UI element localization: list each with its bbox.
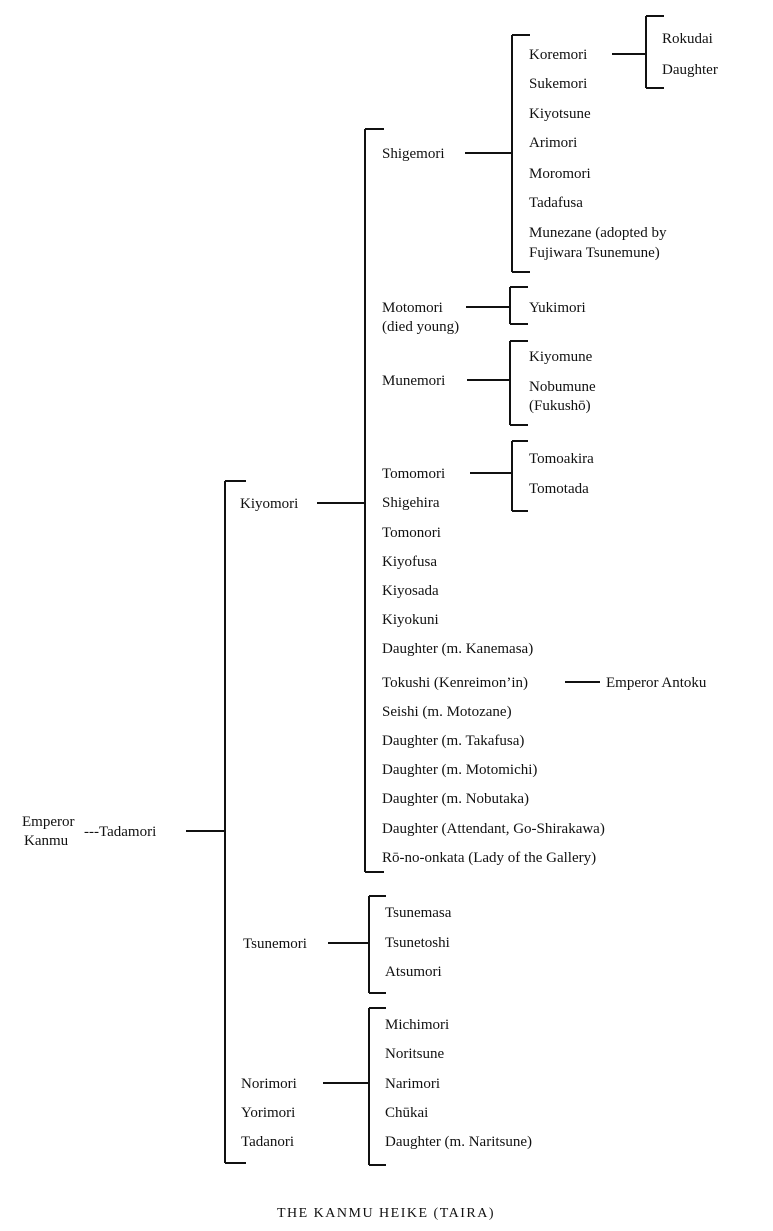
node-tomomori: Tomomori bbox=[382, 466, 445, 482]
node-michimori: Michimori bbox=[385, 1017, 449, 1033]
node-atsumori: Atsumori bbox=[385, 964, 442, 980]
node-kiyofusa: Kiyofusa bbox=[382, 554, 437, 570]
node-tomotada: Tomotada bbox=[529, 481, 589, 497]
node-tomonori: Tomonori bbox=[382, 525, 441, 541]
node-shigemori: Shigemori bbox=[382, 146, 445, 162]
node-daughter-motomichi: Daughter (m. Motomichi) bbox=[382, 762, 537, 778]
node-seishi: Seishi (m. Motozane) bbox=[382, 704, 512, 720]
node-shigehira: Shigehira bbox=[382, 495, 440, 511]
node-ro-no-onkata: Rō-no-onkata (Lady of the Gallery) bbox=[382, 850, 596, 866]
node-kiyomune: Kiyomune bbox=[529, 349, 593, 365]
node-tomoakira: Tomoakira bbox=[529, 451, 594, 467]
node-yorimori: Yorimori bbox=[241, 1105, 295, 1121]
node-kiyokuni: Kiyokuni bbox=[382, 612, 439, 628]
node-tokushi: Tokushi (Kenreimon’in) bbox=[382, 675, 528, 691]
node-tsunemasa: Tsunemasa bbox=[385, 905, 452, 921]
node-tsunemori: Tsunemori bbox=[243, 936, 307, 952]
node-yukimori: Yukimori bbox=[529, 300, 586, 316]
node-emperor-antoku: Emperor Antoku bbox=[606, 675, 707, 691]
node-kiyosada: Kiyosada bbox=[382, 583, 439, 599]
node-tadafusa: Tadafusa bbox=[529, 195, 583, 211]
node-moromori: Moromori bbox=[529, 166, 591, 182]
root-label-line1: Emperor bbox=[22, 814, 74, 830]
node-daughter-naritsune: Daughter (m. Naritsune) bbox=[385, 1134, 532, 1150]
node-sukemori: Sukemori bbox=[529, 76, 587, 92]
node-motomori-note: (died young) bbox=[382, 319, 459, 335]
root-node: Emperor Kanmu ---Tadamori bbox=[22, 814, 156, 849]
node-munezane-note: Fujiwara Tsunemune) bbox=[529, 245, 660, 261]
root-connector-tadamori: ---Tadamori bbox=[84, 824, 156, 840]
node-tadanori: Tadanori bbox=[241, 1134, 294, 1150]
node-rokudai: Rokudai bbox=[662, 31, 713, 47]
node-norimori: Norimori bbox=[241, 1076, 297, 1092]
node-daughter-attendant: Daughter (Attendant, Go-Shirakawa) bbox=[382, 821, 605, 837]
node-daughter-takafusa: Daughter (m. Takafusa) bbox=[382, 733, 524, 749]
node-tsunetoshi: Tsunetoshi bbox=[385, 935, 450, 951]
node-nobumune: Nobumune bbox=[529, 379, 596, 395]
node-koremori: Koremori bbox=[529, 47, 587, 63]
node-munezane: Munezane (adopted by bbox=[529, 225, 667, 241]
node-nobumune-note: (Fukushō) bbox=[529, 398, 591, 414]
node-daughter-kanemasa: Daughter (m. Kanemasa) bbox=[382, 641, 533, 657]
node-munemori: Munemori bbox=[382, 373, 445, 389]
node-motomori: Motomori bbox=[382, 300, 443, 316]
diagram-caption: THE KANMU HEIKE (TAIRA) bbox=[277, 1206, 495, 1221]
node-narimori: Narimori bbox=[385, 1076, 440, 1092]
node-kiyomori: Kiyomori bbox=[240, 496, 298, 512]
node-labels: Kiyomori Tsunemori Norimori Yorimori Tad… bbox=[240, 31, 718, 1150]
node-arimori: Arimori bbox=[529, 135, 577, 151]
node-kiyotsune: Kiyotsune bbox=[529, 106, 591, 122]
tree-connectors bbox=[186, 15, 664, 1166]
node-koremori-daughter: Daughter bbox=[662, 62, 718, 78]
node-noritsune: Noritsune bbox=[385, 1046, 445, 1062]
node-chukai: Chūkai bbox=[385, 1105, 428, 1121]
node-daughter-nobutaka: Daughter (m. Nobutaka) bbox=[382, 791, 529, 807]
root-label-line2: Kanmu bbox=[24, 833, 69, 849]
